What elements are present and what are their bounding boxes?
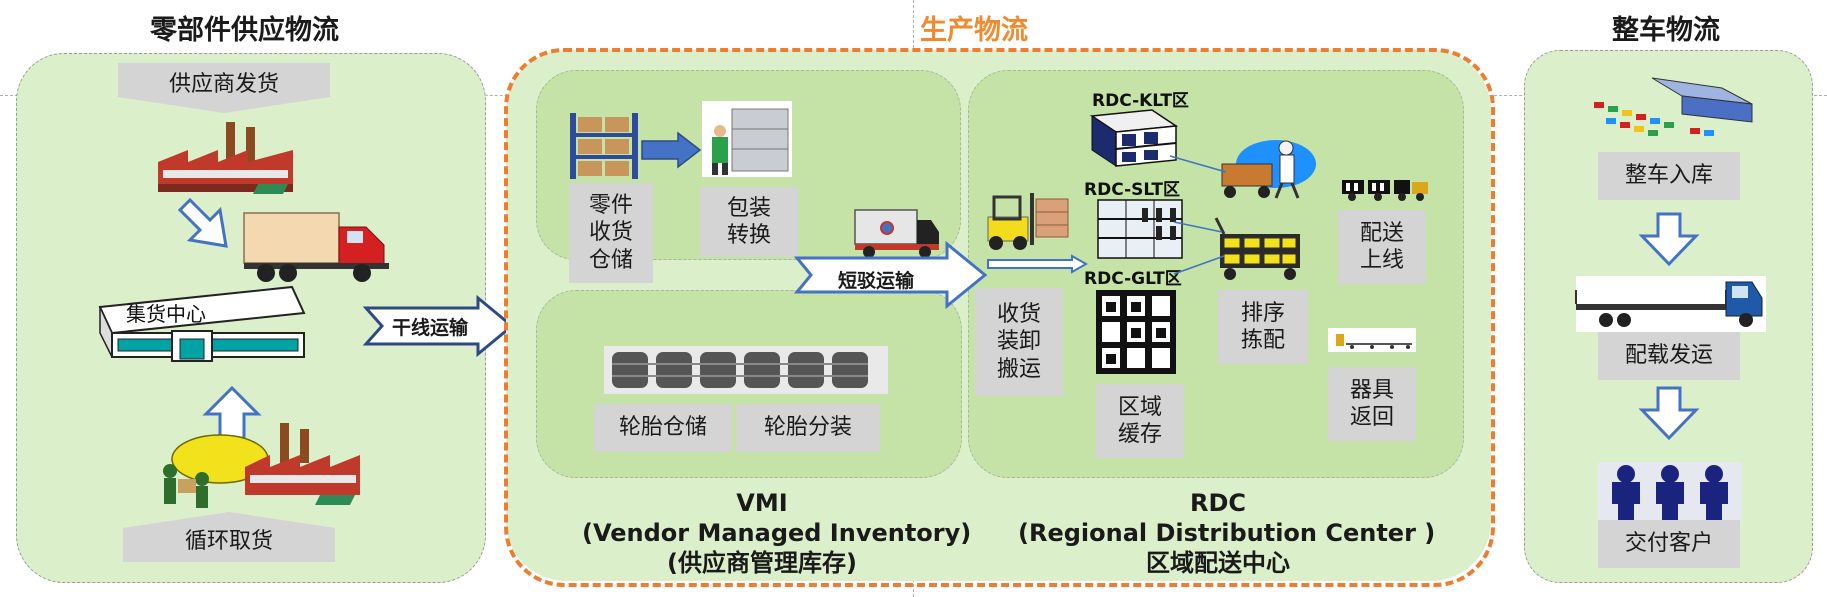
loading-shipping-box: 配载发运 bbox=[1598, 332, 1740, 380]
rdc-flow-connectors bbox=[1169, 155, 1227, 275]
factory-icon bbox=[158, 122, 293, 194]
tire-storage-label: 轮胎仓储 bbox=[618, 415, 707, 441]
sequencing-picking-box: 排序 拣配 bbox=[1218, 290, 1308, 364]
parts-logistics-title: 零部件供应物流 bbox=[150, 15, 339, 46]
tire-storage-icon bbox=[604, 346, 888, 394]
supplier-shipping-label: 供应商发货 bbox=[168, 72, 279, 97]
vehicle-warehouse-icon bbox=[1594, 77, 1753, 136]
storage-rack-icon bbox=[570, 113, 638, 179]
rdc-klt-zone-label: RDC-KLT区 bbox=[1092, 91, 1189, 111]
rdc-caption-line3: 区域配送中心 bbox=[1146, 549, 1290, 577]
receiving-unloading-box: 收货 装卸 搬运 bbox=[975, 288, 1063, 396]
tugger-train-icon bbox=[1342, 180, 1428, 201]
repacking-box: 包装 转换 bbox=[700, 187, 798, 257]
klt-rack-icon bbox=[1089, 109, 1179, 167]
van-icon bbox=[854, 209, 939, 258]
trunk-transport-label: 干线运输 bbox=[392, 317, 469, 339]
receiving-to-zone-arrow bbox=[987, 254, 1089, 274]
down-arrow-icon-2 bbox=[1638, 386, 1700, 441]
consolidation-center-building-icon bbox=[98, 285, 306, 362]
repacking-worker-icon bbox=[702, 101, 792, 177]
sequencing-picking-label: 排序 拣配 bbox=[1240, 300, 1285, 354]
zone-buffer-label: 区域 缓存 bbox=[1117, 394, 1162, 448]
glt-rack-icon bbox=[1096, 290, 1176, 374]
customers-icon bbox=[1598, 462, 1742, 522]
receiving-unloading-label: 收货 装卸 搬运 bbox=[996, 301, 1041, 382]
production-logistics-border bbox=[504, 48, 1495, 587]
flow-arrow-icon bbox=[641, 131, 702, 169]
vmi-caption: VMI (Vendor Managed Inventory) (供应商管理库存) bbox=[582, 488, 972, 578]
customer-delivery-box: 交付客户 bbox=[1598, 520, 1740, 568]
slt-rack-icon bbox=[1097, 199, 1183, 259]
down-arrow-icon bbox=[1638, 212, 1700, 267]
production-logistics-title: 生产物流 bbox=[920, 15, 1028, 46]
milk-run-scene-icon bbox=[163, 423, 360, 508]
tire-sorting-box: 轮胎分装 bbox=[736, 404, 880, 452]
trunk-transport-arrow bbox=[362, 294, 515, 358]
parts-receiving-storage-label: 零件 收货 仓储 bbox=[588, 192, 633, 273]
container-return-label: 器具 返回 bbox=[1349, 377, 1394, 431]
rdc-caption-line1: RDC bbox=[1189, 489, 1246, 517]
rdc-slt-zone-label: RDC-SLT区 bbox=[1084, 180, 1180, 200]
forklift-icon bbox=[987, 193, 1069, 250]
milk-run-label: 循环取货 bbox=[184, 529, 273, 554]
vmi-caption-line1: VMI bbox=[736, 489, 788, 517]
vmi-caption-line2: (Vendor Managed Inventory) bbox=[582, 519, 972, 547]
car-transporter-icon bbox=[1575, 276, 1766, 332]
vehicle-logistics-title: 整车物流 bbox=[1612, 15, 1720, 46]
truck-icon bbox=[243, 212, 389, 282]
picking-worker-icon bbox=[1221, 140, 1316, 199]
zone-buffer-box: 区域 缓存 bbox=[1096, 384, 1184, 458]
rdc-glt-zone-label: RDC-GLT区 bbox=[1084, 269, 1182, 289]
tire-sorting-label: 轮胎分装 bbox=[763, 415, 852, 441]
vmi-caption-line3: (供应商管理库存) bbox=[667, 549, 857, 577]
container-return-box: 器具 返回 bbox=[1328, 367, 1416, 441]
shuttle-transport-label: 短驳运输 bbox=[838, 270, 915, 292]
vehicle-warehousing-label: 整车入库 bbox=[1624, 163, 1713, 189]
delivery-online-box: 配送 上线 bbox=[1338, 210, 1426, 284]
rdc-caption: RDC (Regional Distribution Center ) 区域配送… bbox=[1018, 488, 1436, 578]
repacking-label: 包装 转换 bbox=[726, 195, 771, 249]
delivery-online-label: 配送 上线 bbox=[1359, 220, 1404, 274]
container-return-train-icon bbox=[1328, 328, 1416, 352]
rdc-caption-line2: (Regional Distribution Center ) bbox=[1018, 519, 1436, 547]
supplier-shipping-banner bbox=[118, 63, 330, 113]
customer-delivery-label: 交付客户 bbox=[1624, 531, 1713, 557]
hollow-arrow-icon bbox=[177, 197, 228, 248]
consolidation-center-label: 集货中心 bbox=[126, 302, 206, 326]
vehicle-warehousing-box: 整车入库 bbox=[1598, 152, 1740, 200]
sequencing-cart-icon bbox=[1214, 217, 1300, 280]
shuttle-transport-arrow bbox=[793, 240, 988, 310]
parts-receiving-storage-box: 零件 收货 仓储 bbox=[569, 183, 653, 283]
milk-run-banner bbox=[123, 512, 335, 562]
loading-shipping-label: 配载发运 bbox=[1624, 343, 1713, 369]
tire-storage-box: 轮胎仓储 bbox=[594, 404, 732, 452]
